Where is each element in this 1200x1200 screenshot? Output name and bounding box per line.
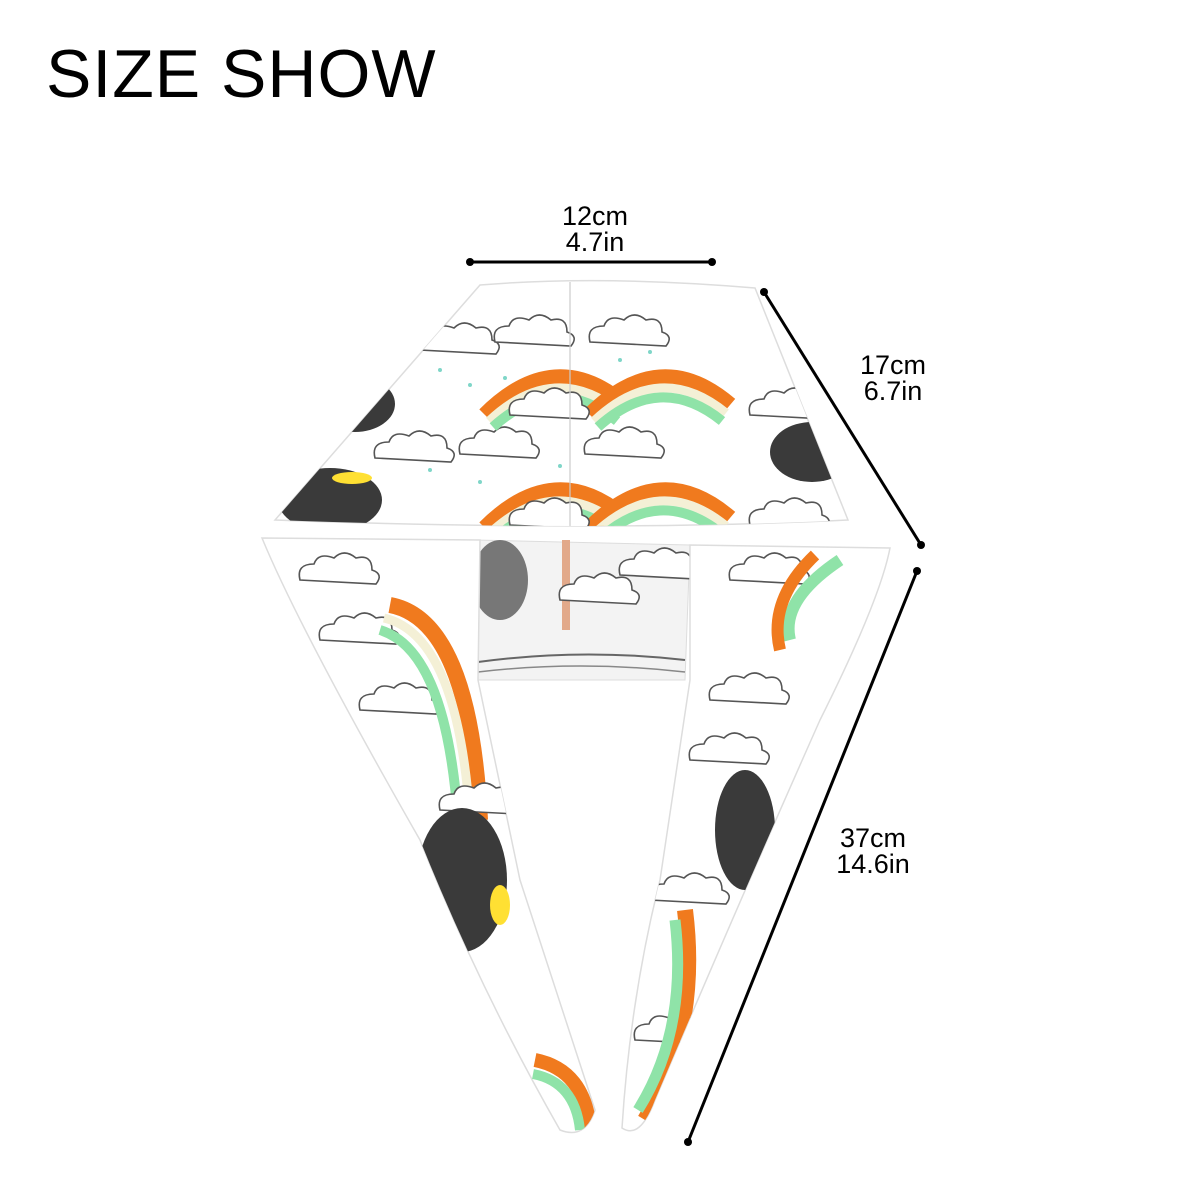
dimension-line-depth xyxy=(760,288,925,549)
top-panel xyxy=(273,279,850,527)
width-metric: 12cm xyxy=(561,201,629,231)
depth-imperial: 6.7in xyxy=(863,376,923,406)
dimension-line-width xyxy=(466,258,716,266)
depth-metric: 17cm xyxy=(859,350,927,380)
length-dimension-label: 37cm 14.6in xyxy=(818,823,928,879)
length-imperial: 14.6in xyxy=(836,849,910,879)
width-dimension-label: 12cm 4.7in xyxy=(545,201,645,257)
length-metric: 37cm xyxy=(839,823,907,853)
page-title: SIZE SHOW xyxy=(46,36,437,112)
dimension-line-length xyxy=(684,567,921,1146)
depth-dimension-label: 17cm 6.7in xyxy=(838,350,948,406)
width-imperial: 4.7in xyxy=(565,227,625,257)
inner-band xyxy=(472,539,701,681)
